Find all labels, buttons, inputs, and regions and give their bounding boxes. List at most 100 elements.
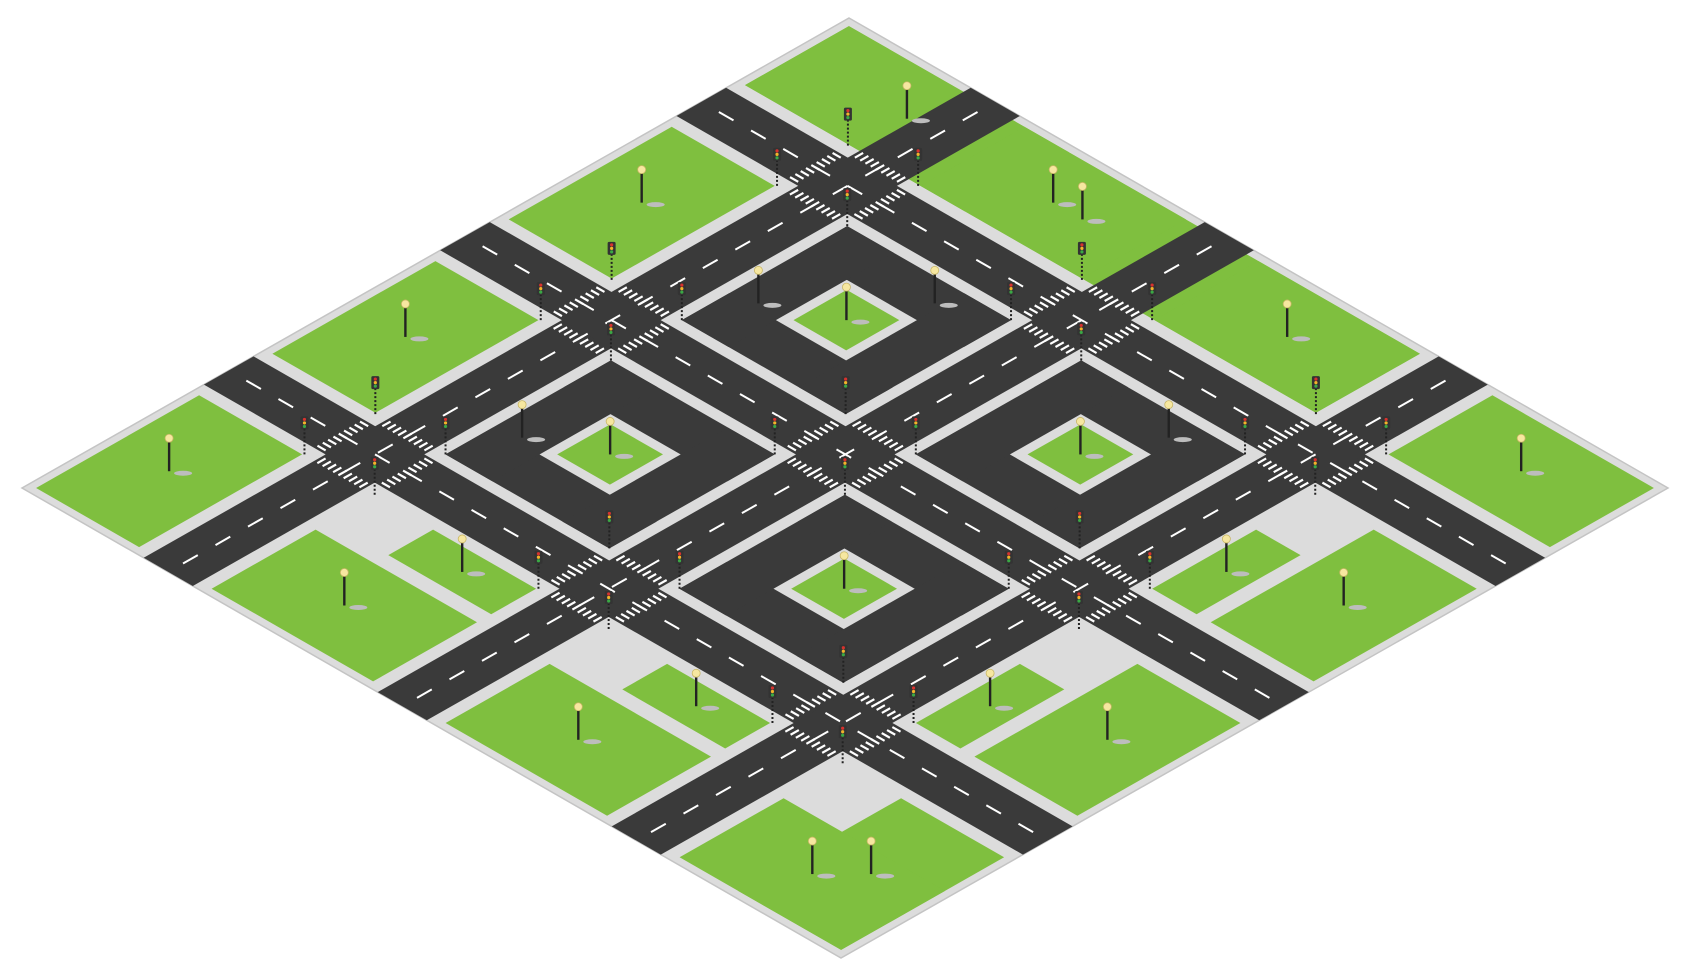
signal-green-lamp bbox=[841, 653, 845, 657]
crosswalk-icon bbox=[875, 201, 885, 208]
lamp-light bbox=[637, 165, 647, 175]
lamp-light bbox=[839, 551, 849, 561]
signal-green-lamp bbox=[911, 693, 916, 697]
crosswalk-icon bbox=[316, 444, 327, 452]
signal-green-lamp bbox=[1077, 599, 1081, 603]
crosswalk-icon bbox=[857, 423, 867, 431]
crosswalk-icon bbox=[860, 695, 870, 702]
lane-dash bbox=[767, 221, 784, 233]
crosswalk-icon bbox=[880, 167, 891, 174]
lane-dash bbox=[1365, 416, 1382, 427]
crosswalk-icon bbox=[1299, 481, 1309, 489]
crosswalk-icon bbox=[821, 747, 831, 754]
crosswalk-icon bbox=[896, 176, 906, 183]
crosswalk-icon bbox=[657, 579, 668, 586]
crosswalk-icon bbox=[816, 161, 826, 168]
crosswalk-icon bbox=[657, 591, 668, 599]
crosswalk-icon bbox=[649, 304, 659, 312]
crosswalk-icon bbox=[813, 472, 823, 480]
crosswalk-icon bbox=[808, 432, 818, 440]
signal-yellow-lamp bbox=[1077, 595, 1081, 600]
traffic-light-icon bbox=[371, 376, 380, 415]
crosswalk-icon bbox=[1057, 612, 1068, 620]
signal-red-lamp bbox=[677, 552, 682, 556]
crosswalk-icon bbox=[859, 155, 869, 162]
traffic-light-icon bbox=[773, 147, 782, 186]
lane-dash bbox=[1430, 379, 1447, 390]
lane-dash bbox=[715, 785, 732, 797]
crosswalk-icon bbox=[316, 457, 327, 465]
crosswalk-icon bbox=[1119, 329, 1130, 336]
crosswalk-icon bbox=[794, 173, 805, 180]
crosswalk-icon bbox=[647, 597, 657, 605]
crosswalk-icon bbox=[811, 698, 821, 705]
lamp-shadow bbox=[1087, 218, 1106, 224]
crosswalk-icon bbox=[1107, 566, 1117, 574]
crosswalk-icon bbox=[1098, 292, 1109, 299]
signal-yellow-lamp bbox=[373, 461, 377, 465]
crosswalk-icon bbox=[878, 435, 888, 443]
signal-yellow-lamp bbox=[302, 421, 307, 425]
crosswalk-icon bbox=[1087, 347, 1098, 354]
lane-dash bbox=[929, 129, 946, 140]
crosswalk-icon bbox=[1047, 606, 1057, 614]
crosswalk-icon bbox=[418, 441, 428, 449]
crosswalk-icon bbox=[1322, 420, 1332, 428]
lane-dash bbox=[1029, 559, 1045, 570]
signal-green-lamp bbox=[607, 599, 611, 603]
crosswalk-icon bbox=[1054, 341, 1065, 348]
lane-dash bbox=[1093, 596, 1110, 607]
lamp-shadow bbox=[1112, 739, 1131, 745]
crosswalk-icon bbox=[1288, 475, 1299, 483]
crosswalk-icon bbox=[1085, 615, 1095, 623]
signal-green-lamp bbox=[536, 559, 541, 563]
lane-dash bbox=[877, 693, 894, 704]
crosswalk-icon bbox=[1289, 426, 1299, 434]
crosswalk-icon bbox=[885, 170, 896, 177]
crosswalk-icon bbox=[1300, 420, 1310, 428]
crosswalk-icon bbox=[582, 609, 592, 617]
street-lamp-icon bbox=[753, 265, 782, 308]
lane-dash bbox=[900, 485, 916, 496]
crosswalk-icon bbox=[810, 201, 820, 208]
crosswalk-icon bbox=[792, 460, 802, 468]
crosswalk-icon bbox=[832, 152, 842, 159]
lamp-shadow bbox=[467, 571, 486, 577]
crosswalk-icon bbox=[1096, 560, 1106, 568]
crosswalk-icon bbox=[589, 344, 600, 351]
lamp-light bbox=[1078, 182, 1087, 191]
signal-red-lamp bbox=[1314, 377, 1318, 381]
lane-dash bbox=[1137, 545, 1154, 557]
crosswalk-icon bbox=[587, 612, 597, 620]
crosswalk-icon bbox=[851, 481, 861, 489]
crosswalk-icon bbox=[872, 469, 883, 477]
crosswalk-icon bbox=[1119, 304, 1130, 312]
signal-green-lamp bbox=[1009, 290, 1013, 294]
crosswalk-icon bbox=[413, 463, 423, 471]
crosswalk-icon bbox=[806, 701, 816, 708]
traffic-light-icon bbox=[606, 322, 615, 361]
signal-yellow-lamp bbox=[846, 112, 850, 116]
lane-dash bbox=[773, 485, 790, 496]
lane-dash bbox=[1235, 490, 1252, 501]
loop-road-segment bbox=[681, 226, 894, 347]
lamp-light bbox=[1102, 702, 1112, 712]
traffic-light-icon bbox=[607, 241, 616, 280]
signal-green-lamp bbox=[373, 384, 377, 388]
grass-block bbox=[1154, 261, 1420, 413]
lamp-light bbox=[1516, 433, 1526, 443]
lane-dash bbox=[599, 582, 616, 593]
crosswalk-icon bbox=[802, 466, 813, 474]
street-lamp-icon bbox=[807, 836, 836, 879]
lane-dash bbox=[1163, 263, 1180, 275]
lane-dash bbox=[953, 785, 970, 797]
crosswalk-icon bbox=[625, 609, 636, 617]
signal-green-lamp bbox=[914, 424, 918, 429]
crosswalk-icon bbox=[824, 423, 834, 431]
crosswalk-icon bbox=[813, 429, 824, 437]
crosswalk-icon bbox=[856, 478, 867, 486]
crosswalk-icon bbox=[799, 194, 810, 202]
lane-dash bbox=[277, 398, 294, 409]
traffic-light-icon bbox=[839, 644, 848, 683]
